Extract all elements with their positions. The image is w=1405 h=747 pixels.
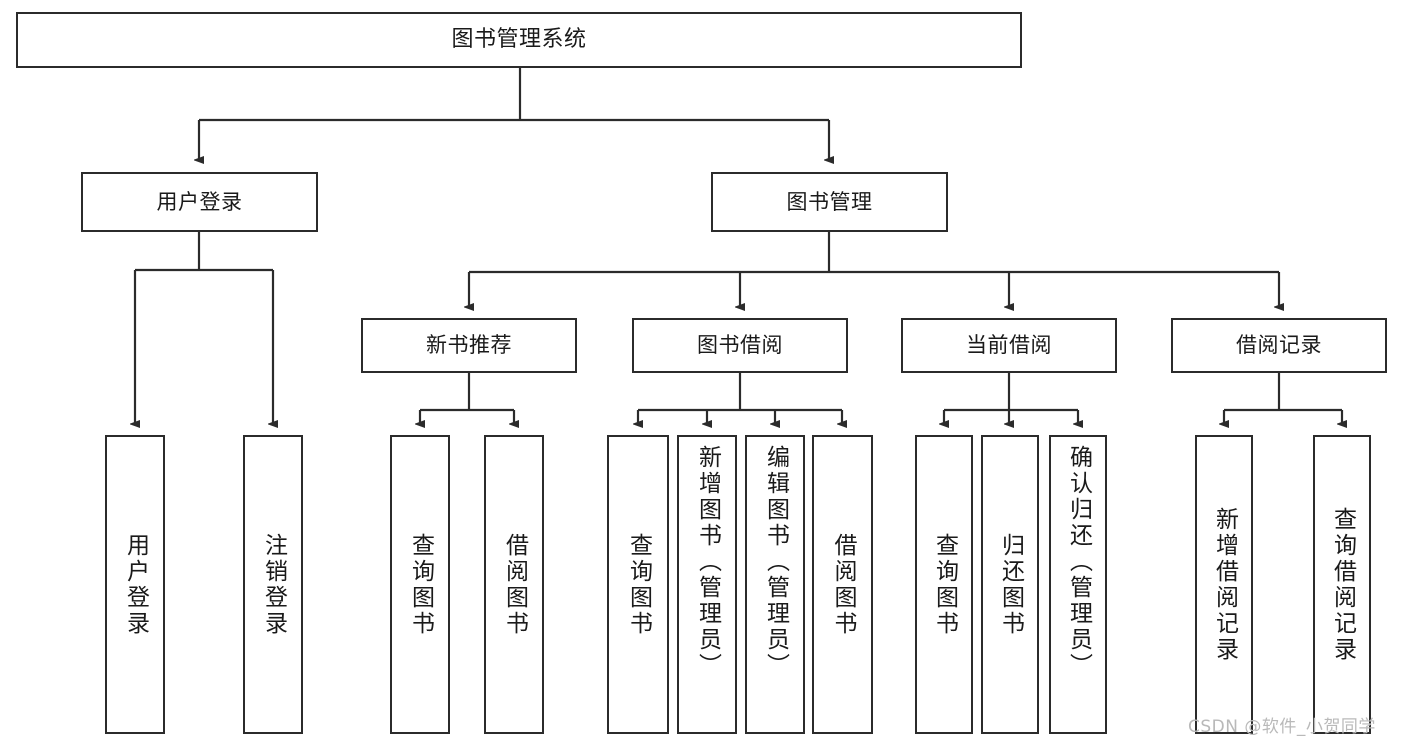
node-label: 查询图书 [407,532,434,637]
node-label: 新增借阅记录 [1211,506,1238,663]
node-leaf-logout[interactable]: 注销登录 [243,435,303,734]
node-label: 图书管理 [786,189,873,214]
node-leaf-query-book-current[interactable]: 查询图书 [915,435,973,734]
node-label: 注销登录 [260,532,287,637]
node-user-login[interactable]: 用户登录 [81,172,318,232]
node-label: 归还图书 [997,532,1024,637]
node-label: 用户登录 [122,532,149,637]
node-leaf-borrow-book[interactable]: 借阅图书 [812,435,873,734]
node-label: 借阅图书 [830,532,856,637]
node-label: 新增图书（管理员） [694,445,721,679]
node-current-borrow[interactable]: 当前借阅 [901,318,1117,373]
node-leaf-borrow-book-recommend[interactable]: 借阅图书 [484,435,544,734]
node-borrow-record[interactable]: 借阅记录 [1171,318,1387,373]
csdn-watermark: CSDN @软件_小贺同学 [1188,717,1376,737]
node-label: 用户登录 [156,189,243,214]
node-label: 查询借阅记录 [1329,506,1356,663]
node-new-book-recommend[interactable]: 新书推荐 [361,318,577,373]
node-leaf-add-book[interactable]: 新增图书（管理员） [677,435,737,734]
node-label: 查询图书 [625,532,652,637]
node-root-book-management-system[interactable]: 图书管理系统 [16,12,1022,68]
node-leaf-query-book-recommend[interactable]: 查询图书 [390,435,450,734]
node-label: 借阅记录 [1236,333,1322,358]
node-label: 编辑图书（管理员） [762,445,789,679]
node-leaf-user-login[interactable]: 用户登录 [105,435,165,734]
node-book-borrow[interactable]: 图书借阅 [632,318,848,373]
node-leaf-query-borrow-record[interactable]: 查询借阅记录 [1313,435,1371,734]
node-label: 借阅图书 [501,532,528,637]
node-label: 查询图书 [931,532,958,637]
node-book-manage[interactable]: 图书管理 [711,172,948,232]
node-label: 新书推荐 [426,333,512,358]
node-label: 图书管理系统 [451,27,587,53]
node-label: 图书借阅 [697,333,783,358]
node-label: 当前借阅 [966,333,1052,358]
node-leaf-return-book[interactable]: 归还图书 [981,435,1039,734]
node-leaf-edit-book[interactable]: 编辑图书（管理员） [745,435,805,734]
node-leaf-confirm-return[interactable]: 确认归还（管理员） [1049,435,1107,734]
node-leaf-add-borrow-record[interactable]: 新增借阅记录 [1195,435,1253,734]
node-leaf-query-book-borrow[interactable]: 查询图书 [607,435,669,734]
node-label: 确认归还（管理员） [1065,445,1092,679]
